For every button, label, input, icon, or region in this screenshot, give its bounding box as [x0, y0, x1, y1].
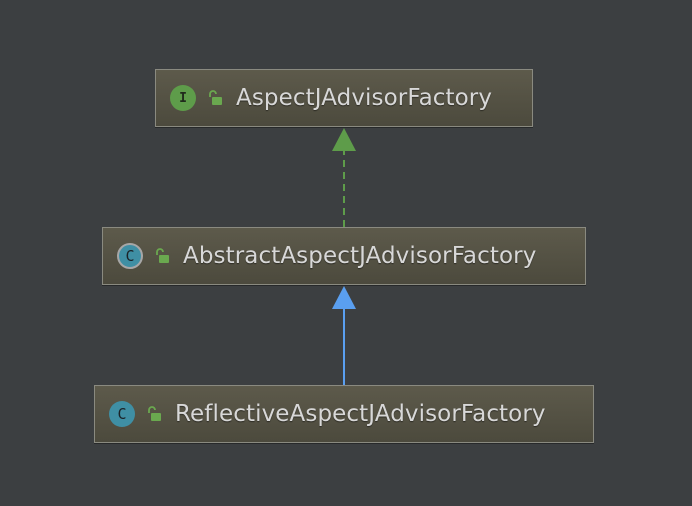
interface-icon: I [170, 85, 196, 111]
unlocked-padlock-icon [209, 90, 222, 105]
unlocked-padlock-icon [156, 248, 169, 263]
class-name-label: AbstractAspectJAdvisorFactory [183, 243, 537, 269]
abstract-class-node-abstract-aspectj-advisor-factory[interactable]: C AbstractAspectJAdvisorFactory [102, 227, 586, 285]
abstract-class-icon: C [117, 243, 143, 269]
unlocked-padlock-icon [148, 406, 161, 421]
class-name-label: ReflectiveAspectJAdvisorFactory [175, 401, 546, 427]
class-node-reflective-aspectj-advisor-factory[interactable]: C ReflectiveAspectJAdvisorFactory [94, 385, 594, 443]
implements-arrowhead [332, 128, 356, 151]
interface-node-aspectj-advisor-factory[interactable]: I AspectJAdvisorFactory [155, 69, 533, 127]
class-icon: C [109, 401, 135, 427]
extends-arrowhead [332, 286, 356, 309]
class-name-label: AspectJAdvisorFactory [236, 85, 493, 111]
